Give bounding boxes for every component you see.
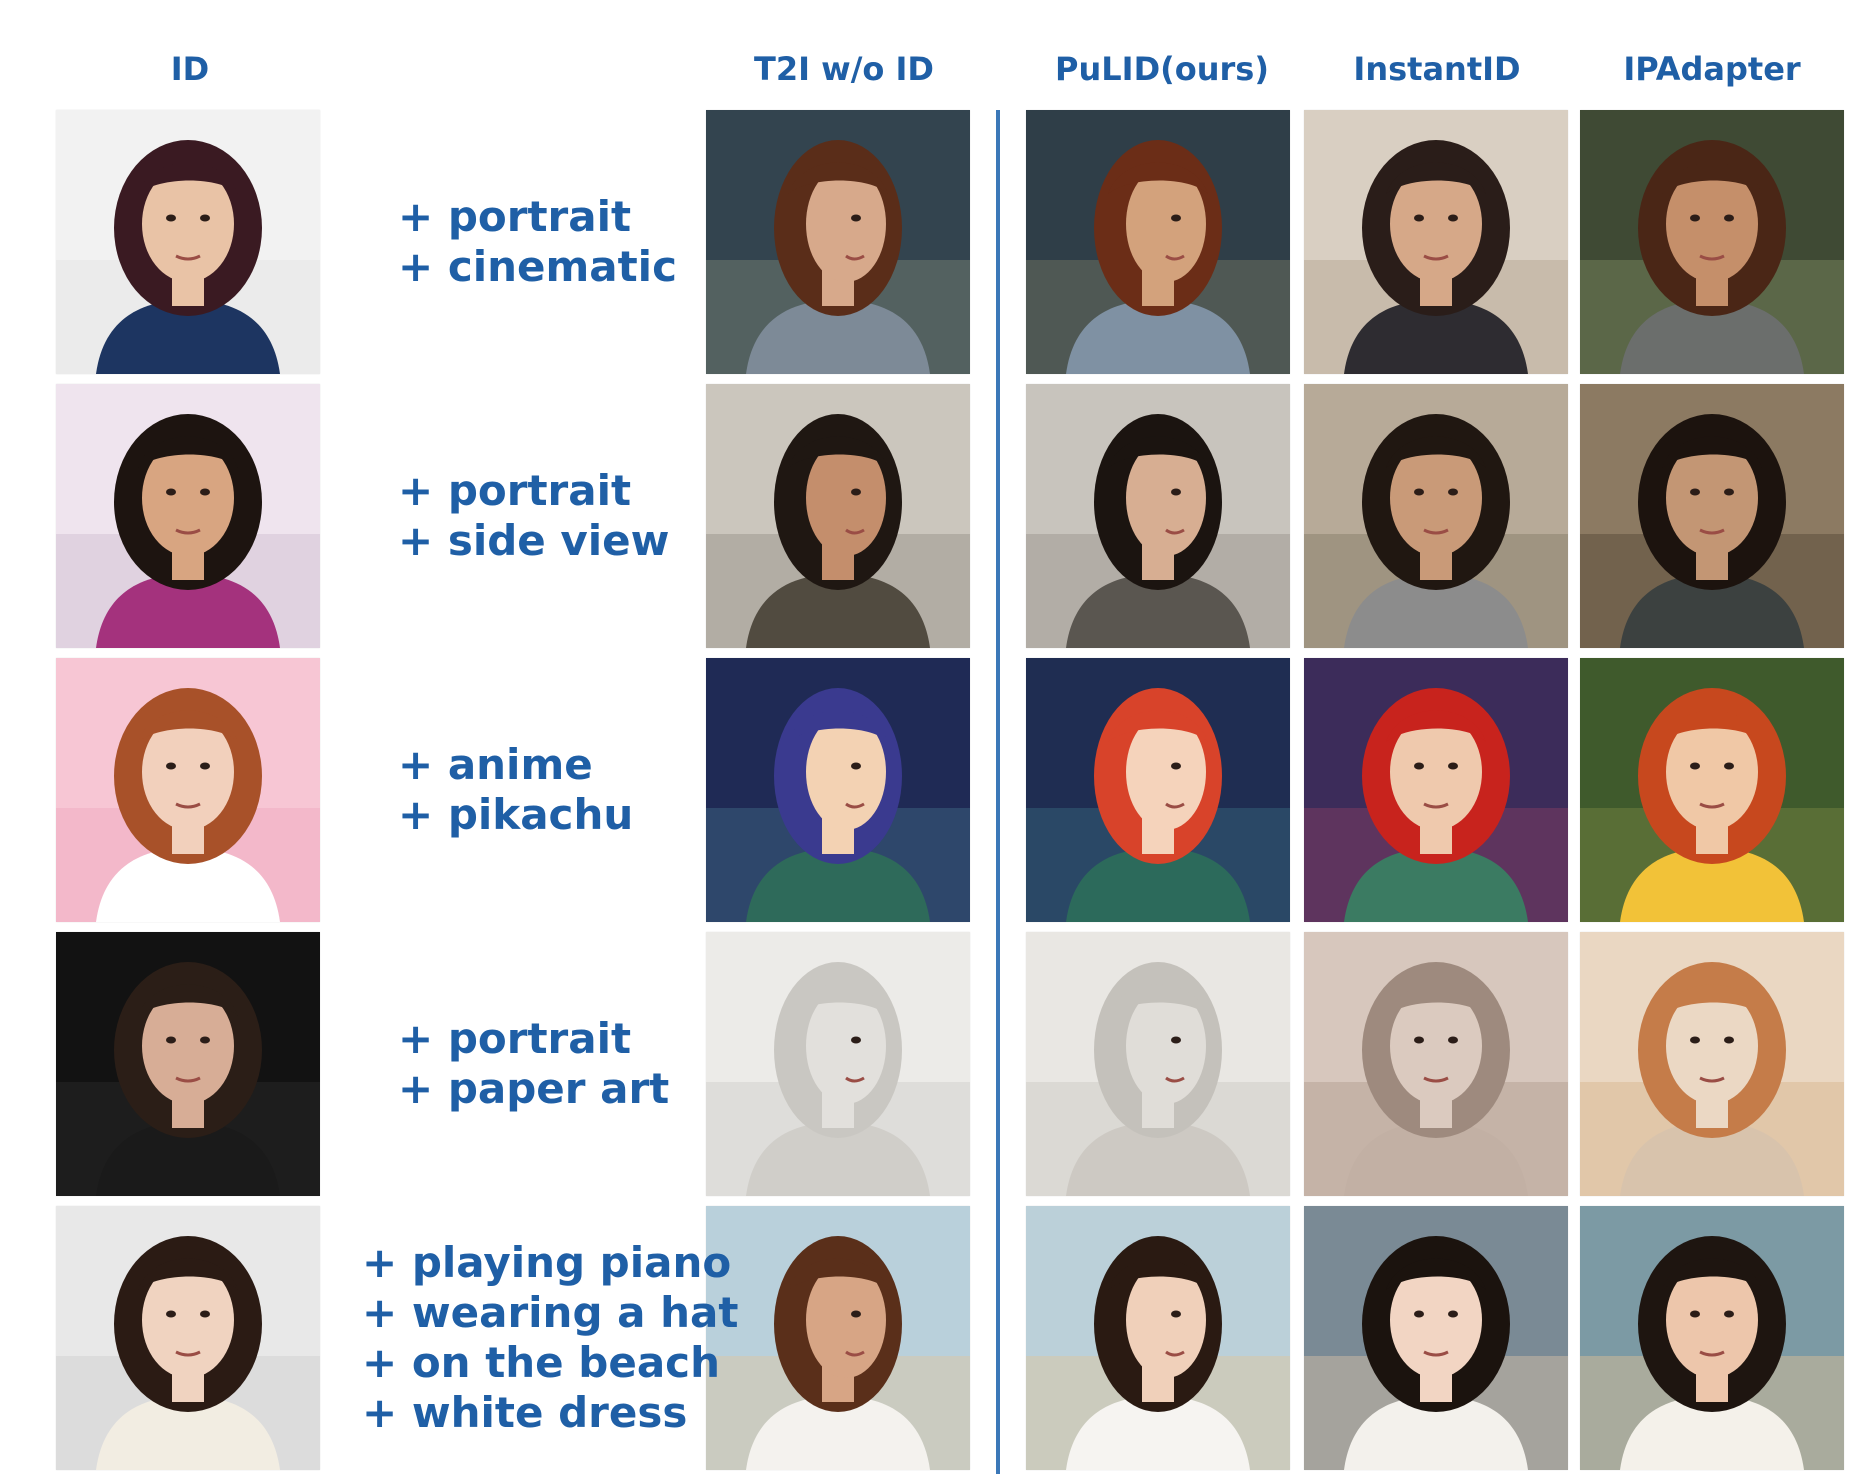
portrait-illustration-t2i-row-5: [706, 1206, 970, 1470]
portrait-illustration-instantid-row-4: [1304, 932, 1568, 1196]
portrait-illustration-pulid-row-5: [1026, 1206, 1290, 1470]
image-id-row-5: [56, 1206, 320, 1470]
prompt-text-row-3: + anime+ pikachu: [398, 740, 633, 840]
image-ipadapter-row-4: [1580, 932, 1844, 1196]
image-ipadapter-row-1: [1580, 110, 1844, 374]
image-instantid-row-2: [1304, 384, 1568, 648]
portrait-illustration-ipadapter-row-2: [1580, 384, 1844, 648]
portrait-illustration-t2i-row-4: [706, 932, 970, 1196]
portrait-illustration-ipadapter-row-4: [1580, 932, 1844, 1196]
portrait-illustration-ipadapter-row-5: [1580, 1206, 1844, 1470]
prompt-line: + side view: [398, 516, 670, 565]
column-divider: [996, 110, 1000, 1474]
portrait-illustration-instantid-row-2: [1304, 384, 1568, 648]
prompt-line: + white dress: [362, 1388, 688, 1437]
image-instantid-row-5: [1304, 1206, 1568, 1470]
portrait-illustration-instantid-row-5: [1304, 1206, 1568, 1470]
image-pulid-row-4: [1026, 932, 1290, 1196]
portrait-illustration-ipadapter-row-3: [1580, 658, 1844, 922]
prompt-line: + paper art: [398, 1064, 670, 1113]
image-ipadapter-row-3: [1580, 658, 1844, 922]
portrait-illustration-pulid-row-2: [1026, 384, 1290, 648]
image-pulid-row-1: [1026, 110, 1290, 374]
image-pulid-row-5: [1026, 1206, 1290, 1470]
portrait-illustration-instantid-row-1: [1304, 110, 1568, 374]
image-t2i-row-5: [706, 1206, 970, 1470]
header-ipadapter: IPAdapter: [1623, 50, 1801, 88]
image-instantid-row-3: [1304, 658, 1568, 922]
prompt-line: + portrait: [398, 192, 632, 241]
header-id: ID: [170, 50, 210, 88]
portrait-illustration-id-row-5: [56, 1206, 320, 1470]
image-t2i-row-4: [706, 932, 970, 1196]
portrait-illustration-t2i-row-1: [706, 110, 970, 374]
header-t2i: T2I w/o ID: [754, 50, 934, 88]
image-ipadapter-row-2: [1580, 384, 1844, 648]
image-ipadapter-row-5: [1580, 1206, 1844, 1470]
portrait-illustration-id-row-4: [56, 932, 320, 1196]
prompt-text-row-4: + portrait+ paper art: [398, 1014, 669, 1114]
image-id-row-4: [56, 932, 320, 1196]
prompt-line: + pikachu: [398, 790, 634, 839]
image-t2i-row-1: [706, 110, 970, 374]
portrait-illustration-instantid-row-3: [1304, 658, 1568, 922]
image-id-row-3: [56, 658, 320, 922]
prompt-text-row-5: + playing piano+ wearing a hat+ on the b…: [362, 1238, 738, 1438]
image-instantid-row-4: [1304, 932, 1568, 1196]
image-instantid-row-1: [1304, 110, 1568, 374]
portrait-illustration-t2i-row-3: [706, 658, 970, 922]
prompt-text-row-2: + portrait+ side view: [398, 466, 669, 566]
portrait-illustration-pulid-row-1: [1026, 110, 1290, 374]
portrait-illustration-id-row-1: [56, 110, 320, 374]
portrait-illustration-pulid-row-3: [1026, 658, 1290, 922]
prompt-line: + anime: [398, 740, 593, 789]
prompt-line: + cinematic: [398, 242, 677, 291]
header-instantid: InstantID: [1353, 50, 1521, 88]
prompt-line: + wearing a hat: [362, 1288, 739, 1337]
portrait-illustration-id-row-3: [56, 658, 320, 922]
prompt-line: + portrait: [398, 1014, 632, 1063]
portrait-illustration-ipadapter-row-1: [1580, 110, 1844, 374]
image-pulid-row-2: [1026, 384, 1290, 648]
header-pulid: PuLID(ours): [1055, 50, 1269, 88]
prompt-line: + portrait: [398, 466, 632, 515]
image-pulid-row-3: [1026, 658, 1290, 922]
image-t2i-row-2: [706, 384, 970, 648]
prompt-line: + playing piano: [362, 1238, 732, 1287]
image-id-row-2: [56, 384, 320, 648]
image-t2i-row-3: [706, 658, 970, 922]
portrait-illustration-pulid-row-4: [1026, 932, 1290, 1196]
portrait-illustration-t2i-row-2: [706, 384, 970, 648]
prompt-line: + on the beach: [362, 1338, 720, 1387]
prompt-text-row-1: + portrait+ cinematic: [398, 192, 677, 292]
image-id-row-1: [56, 110, 320, 374]
portrait-illustration-id-row-2: [56, 384, 320, 648]
